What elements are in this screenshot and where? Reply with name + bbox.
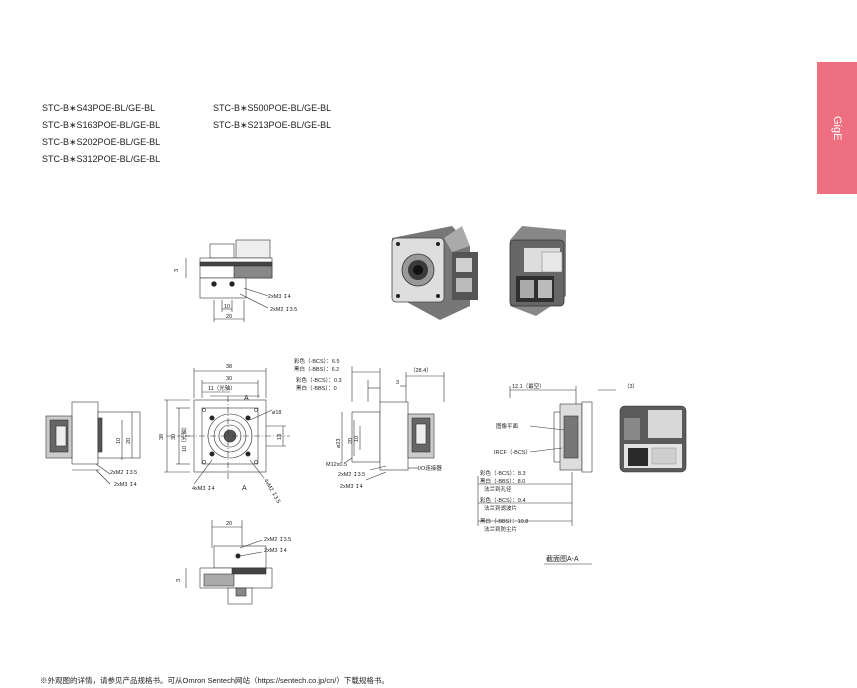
dim-label: 黑白（-BBS）：10.8 bbox=[480, 517, 528, 525]
camera-rear-render bbox=[619, 405, 687, 473]
model-name: STC-B∗S202POE-BL/GE-BL bbox=[42, 137, 161, 147]
dim-label: 38 bbox=[226, 364, 232, 370]
dim-label: 彩色（-BCS）：8.3 bbox=[480, 469, 526, 477]
right-side-view-drawing bbox=[341, 366, 445, 481]
dim-label: 法兰到防尘片 bbox=[484, 525, 517, 533]
model-name: STC-B∗S500POE-BL/GE-BL bbox=[213, 103, 332, 113]
thread-callout: M12x0.5 bbox=[326, 462, 347, 468]
section-marker: A bbox=[244, 395, 249, 402]
hole-callout: 4xM3 ↧4 bbox=[192, 485, 215, 492]
section-view-drawing bbox=[477, 386, 616, 565]
dim-label: 38 bbox=[159, 434, 165, 440]
camera-front-render bbox=[391, 226, 478, 320]
dim-label: 30 bbox=[171, 434, 177, 440]
dim-label: 法兰到孔径 bbox=[484, 485, 512, 493]
part-label: IRCF（-BCS） bbox=[494, 449, 531, 456]
model-list-left: STC-B∗S43POE-BL/GE-BL STC-B∗S163POE-BL/G… bbox=[42, 100, 160, 168]
side-tab-label: GigE bbox=[831, 115, 843, 141]
section-marker: A bbox=[242, 485, 247, 492]
dim-label: 10 bbox=[354, 436, 360, 442]
hole-callout: 2xM3 ↧4 bbox=[264, 547, 287, 554]
hole-callout: 2xM3 ↧4 bbox=[114, 481, 137, 488]
footnote: ※外观图的详情，请参见产品规格书。可从Omron Sentech网站（https… bbox=[40, 676, 389, 685]
model-name: STC-B∗S213POE-BL/GE-BL bbox=[213, 120, 332, 130]
dim-label: （3） bbox=[624, 383, 638, 390]
dim-label: 黑白（-BBS）：8.0 bbox=[480, 477, 525, 485]
dim-label: 10 bbox=[116, 438, 122, 444]
dim-label: 黑白（-BBS）：0 bbox=[296, 384, 337, 392]
dim-label: 10（光轴） bbox=[180, 424, 188, 452]
dim-label: 法兰到滤波片 bbox=[484, 504, 517, 512]
hole-callout: 2xM2 ↧3.5 bbox=[264, 536, 291, 543]
dim-label: 20 bbox=[226, 314, 232, 320]
dim-label: 11（光轴） bbox=[208, 384, 236, 392]
dim-label: 3 bbox=[396, 380, 399, 386]
part-label: 图像平面 bbox=[496, 422, 519, 430]
front-view-drawing bbox=[164, 368, 290, 485]
section-caption: 截面图A-A bbox=[546, 554, 579, 563]
dim-label: （28.4） bbox=[410, 367, 432, 374]
dim-label: 20 bbox=[126, 438, 132, 444]
model-list-right: STC-B∗S500POE-BL/GE-BL STC-B∗S213POE-BL/… bbox=[213, 100, 331, 134]
dim-label: 黑白（-BBS）：6.2 bbox=[294, 365, 339, 373]
dim-label: 彩色（-BCS）：6.5 bbox=[294, 357, 340, 365]
dim-label: 3 bbox=[176, 579, 182, 582]
connector-label: I/O连接器 bbox=[418, 464, 442, 472]
model-name: STC-B∗S312POE-BL/GE-BL bbox=[42, 154, 161, 164]
dim-label: 3 bbox=[174, 269, 180, 272]
hole-callout: 2xM2 ↧3.5 bbox=[110, 469, 137, 476]
dim-label: 20 bbox=[226, 521, 232, 527]
dim-label: 彩色（-BCS）：0.3 bbox=[296, 376, 342, 384]
dim-label: 12.1（最空） bbox=[512, 382, 545, 390]
hole-callout: 2xM2 ↧3.5 bbox=[338, 471, 365, 478]
dim-label: 20 bbox=[348, 438, 354, 444]
side-tab[interactable]: GigE bbox=[817, 62, 857, 194]
model-name: STC-B∗S43POE-BL/GE-BL bbox=[42, 103, 156, 113]
hole-callout: 4xM2 ↧3.5 bbox=[262, 478, 282, 505]
dim-label: ø18 bbox=[272, 410, 281, 416]
hole-callout: 2xM2 ↧3.5 bbox=[270, 306, 297, 313]
dim-label: 30 bbox=[226, 376, 232, 382]
camera-back-render bbox=[509, 226, 566, 316]
hole-callout: 2xM3 ↧4 bbox=[340, 483, 363, 490]
hole-callout: 2xM3 ↧4 bbox=[268, 293, 291, 300]
left-side-view-drawing bbox=[45, 401, 141, 485]
dim-label: 10 bbox=[224, 304, 230, 310]
bottom-view-drawing bbox=[185, 520, 273, 605]
dim-label: ø23 bbox=[336, 439, 342, 448]
top-view-drawing bbox=[185, 239, 273, 322]
dim-label: 13 bbox=[277, 434, 283, 440]
dim-label: 彩色（-BCS）：9.4 bbox=[480, 496, 526, 504]
model-name: STC-B∗S163POE-BL/GE-BL bbox=[42, 120, 161, 130]
